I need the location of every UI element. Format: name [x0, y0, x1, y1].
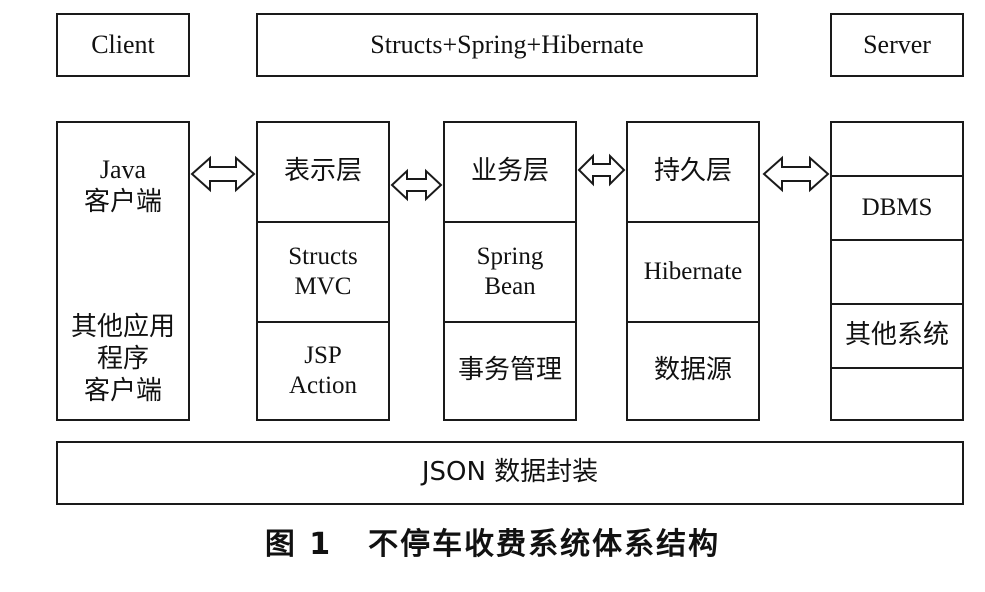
hibernate-label: Hibernate [643, 257, 743, 285]
bidirectional-arrow-icon [762, 155, 830, 193]
client-column: Java 客户端 其他应用 程序 客户端 [56, 121, 190, 421]
framework-header-box: Structs+Spring+Hibernate [256, 13, 758, 77]
business-layer-column: 业务层 Spring Bean 事务管理 [443, 121, 577, 421]
figure-caption: 图 1 不停车收费系统体系结构 [0, 517, 985, 565]
spring-bean-label: Spring Bean [476, 242, 544, 301]
transaction-management-label: 事务管理 [457, 355, 562, 386]
divider [258, 221, 388, 223]
structs-mvc-label: Structs MVC [288, 242, 358, 301]
jsp-action-label: JSP Action [288, 341, 358, 400]
divider [445, 321, 575, 323]
bidirectional-arrow-icon [390, 168, 443, 202]
client-header-box: Client [56, 13, 190, 77]
persistence-layer-label: 持久层 [653, 156, 732, 187]
server-column: DBMS 其他系统 [830, 121, 964, 421]
server-header-box: Server [830, 13, 964, 77]
divider [832, 175, 962, 177]
figure-number: 图 1 [264, 527, 333, 562]
figure-title: 不停车收费系统体系结构 [368, 527, 721, 562]
divider [628, 221, 758, 223]
datasource-label: 数据源 [653, 355, 732, 386]
divider [628, 321, 758, 323]
business-layer-label: 业务层 [470, 156, 549, 187]
java-client-label: Java 客户端 [83, 155, 162, 216]
json-encapsulation-label: JSON 数据封装 [421, 457, 599, 488]
presentation-layer-column: 表示层 Structs MVC JSP Action [256, 121, 390, 421]
client-header-label: Client [91, 30, 155, 60]
framework-header-label: Structs+Spring+Hibernate [370, 30, 644, 60]
bidirectional-arrow-icon [190, 155, 256, 193]
presentation-layer-label: 表示层 [283, 156, 362, 187]
divider [832, 303, 962, 305]
divider [832, 367, 962, 369]
other-client-label: 其他应用 程序 客户端 [70, 312, 175, 406]
persistence-layer-column: 持久层 Hibernate 数据源 [626, 121, 760, 421]
dbms-label: DBMS [861, 193, 933, 221]
bidirectional-arrow-icon [577, 153, 626, 187]
divider [258, 321, 388, 323]
json-encapsulation-bar: JSON 数据封装 [56, 441, 964, 505]
divider [832, 239, 962, 241]
server-header-label: Server [863, 30, 931, 60]
other-system-label: 其他系统 [844, 320, 949, 351]
divider [445, 221, 575, 223]
